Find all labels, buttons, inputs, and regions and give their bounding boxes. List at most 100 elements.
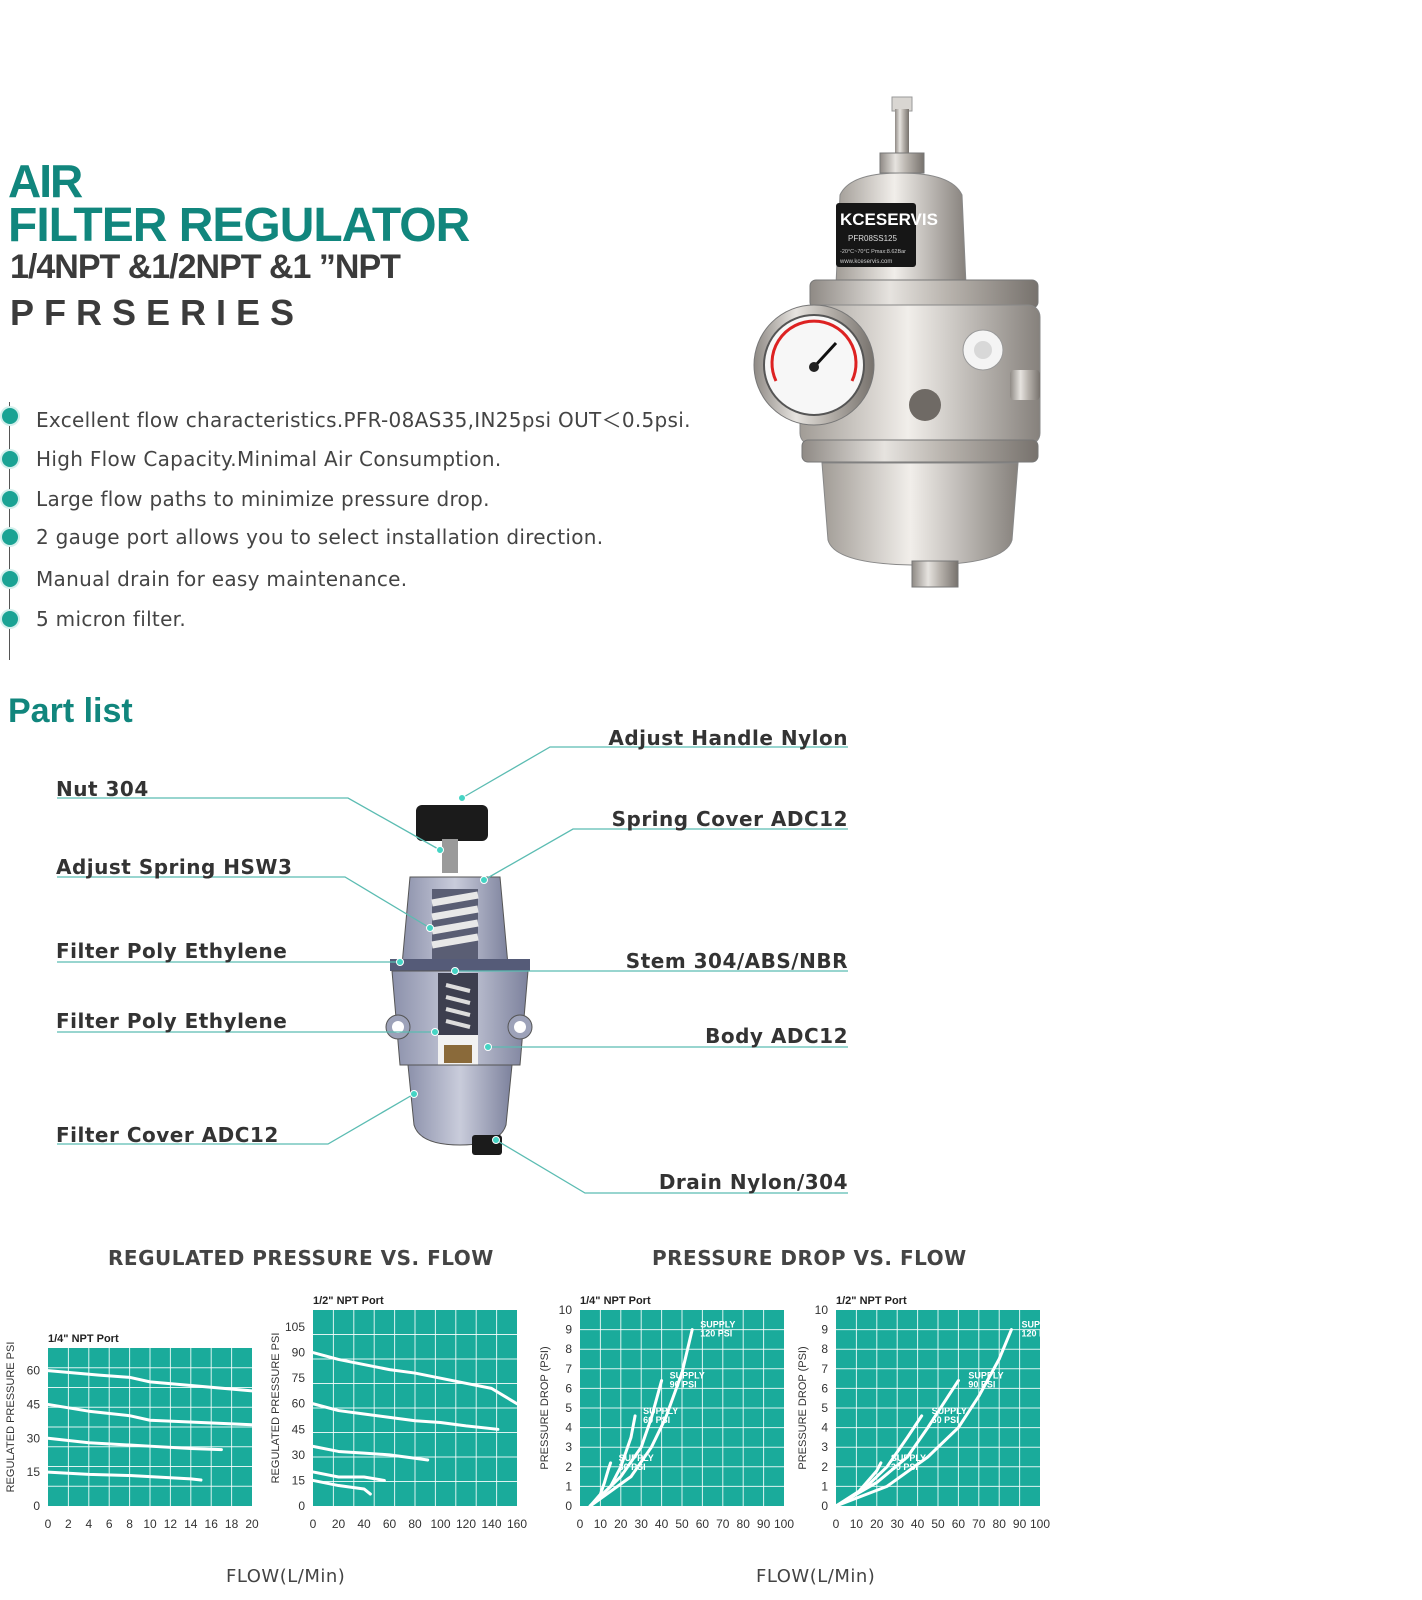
y-tick-label: 2 <box>821 1460 828 1474</box>
part-label-stem: Stem 304/ABS/NBR <box>625 949 848 973</box>
y-tick-label: 0 <box>821 1499 828 1513</box>
x-tick-label: 18 <box>225 1517 239 1531</box>
series-label-value: 60 PSI <box>643 1415 670 1425</box>
x-tick-label: 2 <box>65 1517 72 1531</box>
y-axis-label: PRESSURE DROP (PSI) <box>539 1346 551 1469</box>
part-label-filter-2: Filter Poly Ethylene <box>56 1009 288 1033</box>
part-label-adjust-spring: Adjust Spring HSW3 <box>56 855 293 879</box>
y-tick-label: 3 <box>821 1440 828 1454</box>
cutaway-diagram <box>385 805 533 1155</box>
y-tick-label: 45 <box>27 1397 41 1411</box>
series-line <box>311 1478 372 1496</box>
product-spec: -20°C~70°C Pmax:8.62Bar <box>840 249 906 255</box>
y-axis-label: PRESSURE DROP (PSI) <box>797 1346 809 1469</box>
bullet-icon <box>2 529 18 545</box>
product-model: PFR08SS125 <box>848 234 897 243</box>
x-tick-label: 0 <box>577 1517 584 1531</box>
y-tick-label: 60 <box>292 1397 306 1411</box>
series-line <box>311 1444 430 1462</box>
x-tick-label: 100 <box>774 1517 794 1531</box>
x-tick-label: 90 <box>757 1517 771 1531</box>
title-line-filter-regulator: FILTER REGULATOR <box>8 199 470 252</box>
y-tick-label: 0 <box>565 1499 572 1513</box>
bullet-icon <box>2 408 18 424</box>
series-label-value: 120 PSI <box>700 1329 732 1339</box>
y-tick-label: 0 <box>298 1499 305 1513</box>
y-tick-label: 15 <box>27 1465 41 1479</box>
part-label-drain: Drain Nylon/304 <box>658 1170 848 1194</box>
y-tick-label: 45 <box>292 1422 306 1436</box>
x-tick-label: 90 <box>1013 1517 1027 1531</box>
x-tick-label: 120 <box>456 1517 476 1531</box>
x-tick-label: 80 <box>408 1517 422 1531</box>
series-label-value: 60 PSI <box>932 1415 959 1425</box>
bullet-icon <box>2 611 18 627</box>
part-label-filter-1: Filter Poly Ethylene <box>56 939 288 963</box>
y-tick-label: 9 <box>565 1323 572 1337</box>
series-line <box>46 1436 223 1452</box>
y-tick-label: 75 <box>292 1371 306 1385</box>
bullet-icon <box>2 491 18 507</box>
y-axis-label: REGULATED PRESSURE PSI <box>270 1333 282 1484</box>
regulated-pressure-title: REGULATED PRESSURE VS. FLOW <box>108 1246 494 1270</box>
y-tick-label: 105 <box>285 1320 305 1334</box>
chart-subtitle: 1/2" NPT Port <box>313 1295 384 1307</box>
pressure-drop-title: PRESSURE DROP VS. FLOW <box>652 1246 967 1270</box>
bullet-icon <box>2 451 18 467</box>
x-tick-label: 40 <box>357 1517 371 1531</box>
x-tick-label: 70 <box>972 1517 986 1531</box>
y-tick-label: 6 <box>565 1381 572 1395</box>
series-name: PFRSERIES <box>10 292 305 333</box>
y-tick-label: 0 <box>33 1499 40 1513</box>
bullet-icon <box>2 571 18 587</box>
feature-item: High Flow Capacity.Minimal Air Consumpti… <box>36 447 502 471</box>
series-label: SUPPLY <box>700 1320 735 1330</box>
x-tick-label: 0 <box>833 1517 840 1531</box>
x-tick-label: 10 <box>594 1517 608 1531</box>
x-tick-label: 16 <box>205 1517 219 1531</box>
y-tick-label: 4 <box>821 1421 828 1435</box>
x-tick-label: 10 <box>143 1517 157 1531</box>
y-tick-label: 15 <box>292 1473 306 1487</box>
series-label-value: 30 PSI <box>891 1462 918 1472</box>
y-tick-label: 7 <box>565 1362 572 1376</box>
y-tick-label: 4 <box>565 1421 572 1435</box>
part-label-body: Body ADC12 <box>705 1024 848 1048</box>
y-tick-label: 30 <box>292 1448 306 1462</box>
x-tick-label: 80 <box>737 1517 751 1531</box>
y-tick-label: 8 <box>821 1342 828 1356</box>
x-tick-label: 10 <box>850 1517 864 1531</box>
y-tick-label: 1 <box>565 1479 572 1493</box>
part-label-filter-cover: Filter Cover ADC12 <box>56 1123 279 1147</box>
x-tick-label: 14 <box>184 1517 198 1531</box>
series-label-value: 30 PSI <box>619 1462 646 1472</box>
x-tick-label: 70 <box>716 1517 730 1531</box>
series-line <box>311 1351 519 1406</box>
x-tick-label: 0 <box>45 1517 52 1531</box>
x-tick-label: 20 <box>870 1517 884 1531</box>
y-tick-label: 8 <box>565 1342 572 1356</box>
series-line <box>46 1402 254 1427</box>
series-label-value: 90 PSI <box>670 1380 697 1390</box>
y-tick-label: 30 <box>27 1431 41 1445</box>
series-label-value: 90 PSI <box>968 1380 995 1390</box>
chart-subtitle: 1/4" NPT Port <box>580 1295 651 1307</box>
y-tick-label: 90 <box>292 1346 306 1360</box>
port-sizes: 1/4NPT &1/2NPT &1 ”NPT <box>10 248 401 286</box>
product-web: www.kceservis.com <box>839 259 892 265</box>
part-list-title: Part list <box>8 692 133 730</box>
x-tick-label: 40 <box>911 1517 925 1531</box>
series-label: SUPPLY <box>932 1406 967 1416</box>
y-tick-label: 5 <box>565 1401 572 1415</box>
x-tick-label: 12 <box>164 1517 178 1531</box>
y-tick-label: 3 <box>565 1440 572 1454</box>
series-line <box>834 1328 1013 1508</box>
x-tick-label: 40 <box>655 1517 669 1531</box>
series-label: SUPPLY <box>1021 1320 1056 1330</box>
series-label: SUPPLY <box>643 1406 678 1416</box>
series-line <box>311 1470 386 1482</box>
feature-item: 2 gauge port allows you to select instal… <box>36 525 604 549</box>
y-tick-label: 7 <box>821 1362 828 1376</box>
product-photo: KCESERVIS PFR08SS125 -20°C~70°C Pmax:8.6… <box>753 96 1041 588</box>
x-tick-label: 160 <box>507 1517 527 1531</box>
